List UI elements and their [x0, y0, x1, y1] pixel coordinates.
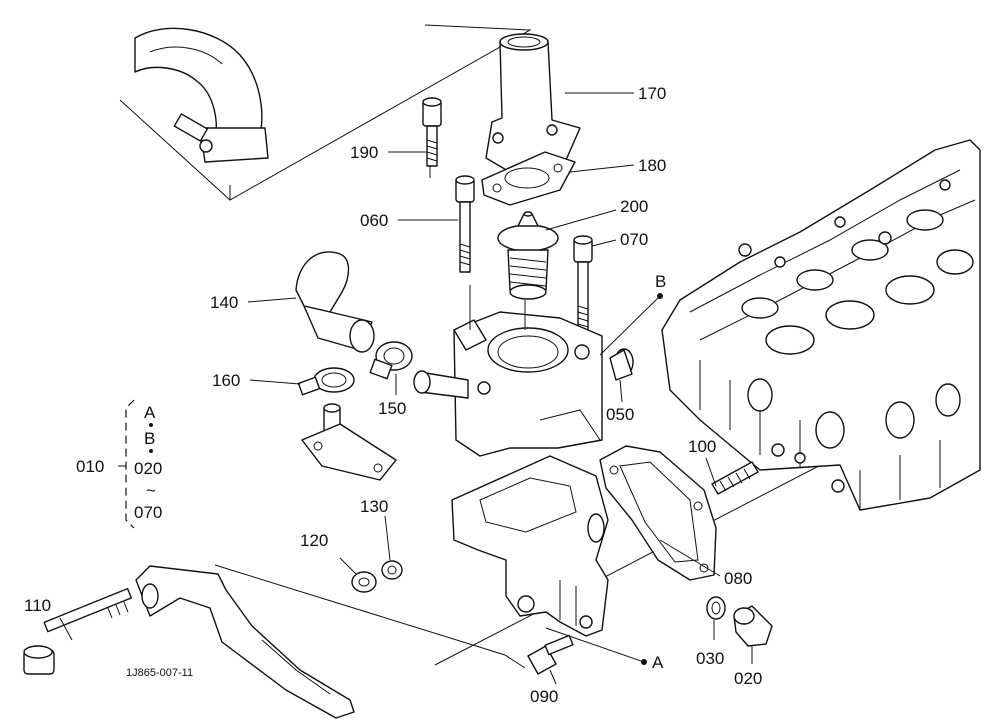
callout-060: 060	[360, 211, 388, 230]
callout-150: 150	[378, 399, 406, 418]
washer-030	[706, 596, 726, 620]
cylinder-head	[661, 139, 981, 511]
bolt-110	[23, 587, 133, 675]
pipe-plate	[301, 403, 397, 481]
callout-050: 050	[606, 405, 634, 424]
callout-090: 090	[530, 687, 558, 706]
mounting-bracket	[135, 565, 355, 719]
marker-b: B	[655, 272, 666, 291]
legend-range: ~	[146, 481, 156, 500]
leader-lines	[59, 92, 753, 685]
callout-110: 110	[24, 596, 51, 615]
bolt-090	[527, 634, 574, 675]
callout-160: 160	[212, 371, 240, 390]
bolt-070	[573, 235, 593, 335]
stud-bolt	[711, 461, 759, 495]
legend-to: 070	[134, 503, 162, 522]
callout-130: 130	[360, 497, 388, 516]
nut-120	[351, 571, 377, 593]
callout-010: 010	[76, 457, 104, 476]
marker-b-dot	[657, 293, 663, 299]
thermostat-housing	[413, 311, 603, 457]
thermostat	[497, 211, 559, 300]
washer-130	[381, 560, 403, 580]
long-bolt-060	[455, 175, 475, 273]
callout-100: 100	[688, 437, 716, 456]
callout-120: 120	[300, 531, 328, 550]
pump-housing	[451, 455, 609, 637]
callout-200: 200	[620, 197, 648, 216]
callout-070: 070	[620, 230, 648, 249]
hose-clamp-160	[297, 367, 355, 396]
callout-080: 080	[724, 569, 752, 588]
water-flange	[485, 33, 581, 179]
drawing-code: 1J865-007-11	[126, 667, 193, 679]
legend-a: A	[144, 403, 156, 422]
hose-clamp-150	[369, 341, 413, 380]
plug-050	[609, 348, 634, 381]
callout-180: 180	[638, 156, 666, 175]
flange-gasket	[481, 151, 576, 206]
callout-140: 140	[210, 293, 238, 312]
marker-a: A	[652, 653, 664, 672]
upper-hose	[134, 27, 269, 163]
callout-190: 190	[350, 143, 378, 162]
reference-frame-lines	[119, 24, 841, 669]
legend-from: 020	[134, 459, 162, 478]
bypass-hose	[295, 251, 375, 353]
housing-gasket	[599, 445, 717, 581]
callout-170: 170	[638, 84, 666, 103]
callout-020: 020	[734, 669, 762, 688]
marker-a-dot	[641, 659, 647, 665]
callout-labels: 170 180 190 060 200 070 B 140 160 150 05…	[24, 84, 762, 706]
callout-030: 030	[696, 649, 724, 668]
legend-010: A B 020 ~ 070	[118, 399, 162, 529]
flange-bolt	[422, 97, 442, 167]
legend-b: B	[144, 429, 155, 448]
drain-plug-020	[733, 605, 773, 647]
